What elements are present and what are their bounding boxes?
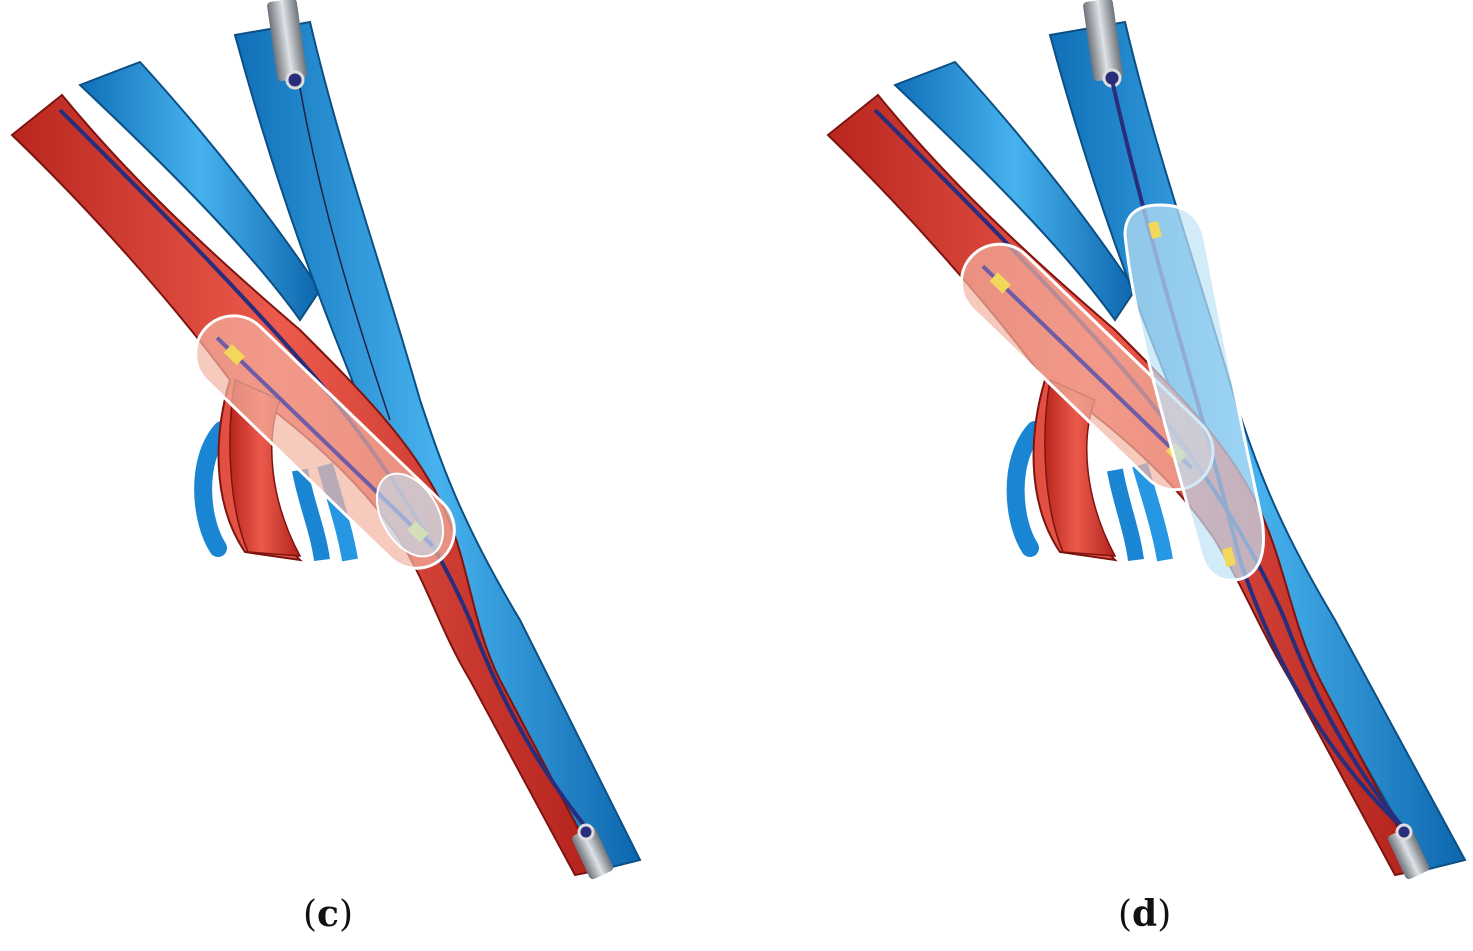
- panel-d-illustration: [826, 0, 1467, 880]
- panel-c-illustration: [10, 0, 642, 880]
- artery-lower-branch: [1044, 378, 1117, 557]
- catheter-top-tip: [285, 70, 305, 90]
- vein-branch-loop: [194, 421, 231, 557]
- panel-d-label: (d): [1118, 893, 1172, 935]
- panel-c-label: (c): [303, 893, 354, 935]
- guidewire-vein: [299, 87, 391, 421]
- balloon-venous: [1123, 203, 1265, 582]
- catheter-bottom-tip: [1395, 823, 1413, 841]
- catheter-bottom: [571, 827, 614, 880]
- catheter-top: [267, 0, 307, 82]
- balloon-venous-overlap: [375, 472, 445, 558]
- vein-branch-lower: [292, 468, 330, 562]
- marker-venous-top: [1148, 220, 1162, 240]
- vein-branch-loop: [1006, 421, 1044, 557]
- vein-main: [233, 20, 642, 872]
- vein-branch-lower: [1107, 468, 1144, 562]
- marker-venous-bottom: [1221, 547, 1237, 567]
- catheter-bottom: [1387, 827, 1430, 880]
- catheter-top: [1083, 0, 1123, 82]
- catheter-bottom-tip: [577, 823, 595, 841]
